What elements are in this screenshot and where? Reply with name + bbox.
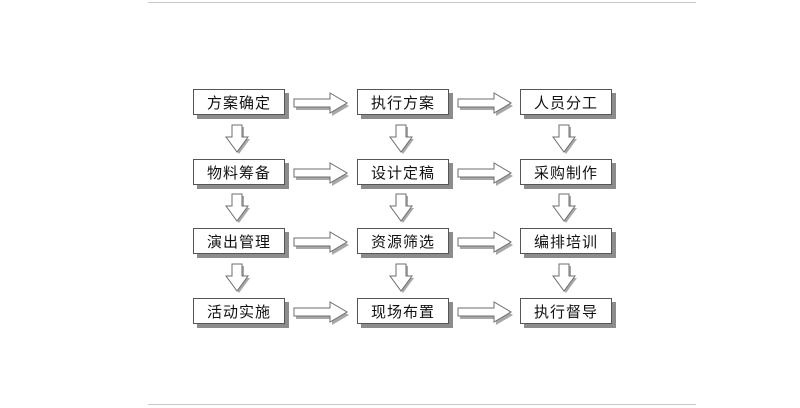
arrow-down-icon (552, 124, 577, 154)
arrow-down-icon (225, 124, 250, 154)
step-label: 现场布置 (370, 302, 435, 321)
step-label: 人员分工 (533, 93, 598, 112)
step-label: 编排培训 (533, 232, 598, 251)
arrow-right-icon (457, 231, 513, 255)
step-box: 物料筹备 (193, 159, 285, 185)
arrow-right-icon (457, 92, 513, 116)
arrow-down-icon (389, 124, 414, 154)
arrow-right-icon (293, 92, 349, 116)
step-label: 方案确定 (206, 93, 271, 112)
step-box: 方案确定 (193, 89, 285, 115)
step-box: 活动实施 (193, 298, 285, 324)
step-box: 执行督导 (520, 298, 612, 324)
arrow-down-icon (552, 263, 577, 293)
step-box: 演出管理 (193, 228, 285, 254)
step-label: 演出管理 (206, 232, 271, 251)
top-divider (148, 2, 696, 3)
arrow-down-icon (225, 263, 250, 293)
arrow-down-icon (389, 263, 414, 293)
arrow-right-icon (457, 301, 513, 325)
step-box: 现场布置 (357, 298, 449, 324)
step-box: 人员分工 (520, 89, 612, 115)
step-label: 物料筹备 (206, 163, 271, 182)
arrow-right-icon (457, 162, 513, 186)
bottom-divider (148, 404, 696, 405)
step-label: 设计定稿 (370, 163, 435, 182)
arrow-right-icon (293, 231, 349, 255)
step-label: 执行督导 (533, 302, 598, 321)
step-label: 资源筛选 (370, 232, 435, 251)
arrow-down-icon (225, 193, 250, 223)
step-label: 活动实施 (206, 302, 271, 321)
arrow-down-icon (389, 193, 414, 223)
step-box: 采购制作 (520, 159, 612, 185)
step-label: 采购制作 (533, 163, 598, 182)
step-box: 设计定稿 (357, 159, 449, 185)
arrow-right-icon (293, 162, 349, 186)
step-box: 资源筛选 (357, 228, 449, 254)
arrow-down-icon (552, 193, 577, 223)
step-box: 执行方案 (357, 89, 449, 115)
arrow-right-icon (293, 301, 349, 325)
step-box: 编排培训 (520, 228, 612, 254)
step-label: 执行方案 (370, 93, 435, 112)
